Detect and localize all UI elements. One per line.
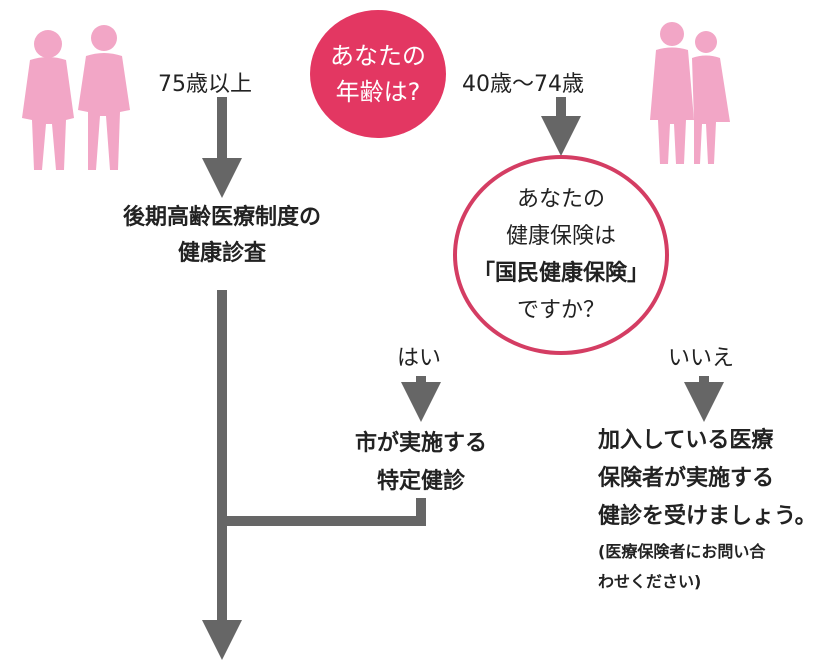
yes-label: はい (397, 346, 442, 371)
question-line: ですか？ (516, 298, 605, 323)
age-question-circle: あなたの 年齢は? (310, 10, 446, 138)
result-75-plus: 後期高齢医療制度の 健康診査 (100, 200, 344, 272)
result-line: 健康診査 (177, 241, 266, 266)
elderly-couple-icon (22, 25, 130, 170)
adult-couple-icon (650, 22, 730, 164)
result-line: 健診を受けましょう。 (598, 504, 817, 529)
merge-connector (222, 498, 426, 526)
result-yes: 市が実施する 特定健診 (330, 425, 512, 501)
question-line: あなたの (516, 187, 605, 212)
note-line: わせください) (598, 572, 702, 591)
result-no-note: (医療保険者にお問い合 わせください) (598, 537, 765, 597)
age-label-40-74: 40歳〜74歳 (462, 72, 584, 97)
question-highlight: 「国民健康保険」 (472, 261, 649, 286)
insurance-question-circle: あなたの 健康保険は 「国民健康保険」 ですか？ (453, 155, 669, 355)
result-line: 加入している医療 (598, 428, 774, 453)
note-line: (医療保険者にお問い合 (598, 542, 766, 561)
result-line: 後期高齢医療制度の (122, 205, 321, 230)
result-line: 特定健診 (376, 469, 465, 494)
result-line: 市が実施する (354, 431, 487, 456)
result-line: 保険者が実施する (598, 466, 775, 491)
age-question-line: あなたの (330, 42, 426, 70)
no-label: いいえ (668, 346, 735, 371)
age-label-75-plus: 75歳以上 (158, 72, 252, 97)
result-no: 加入している医療 保険者が実施する 健診を受けましょう。 (598, 422, 817, 536)
age-question-line: 年齢は? (335, 78, 421, 106)
question-line: 健康保険は (505, 224, 616, 249)
